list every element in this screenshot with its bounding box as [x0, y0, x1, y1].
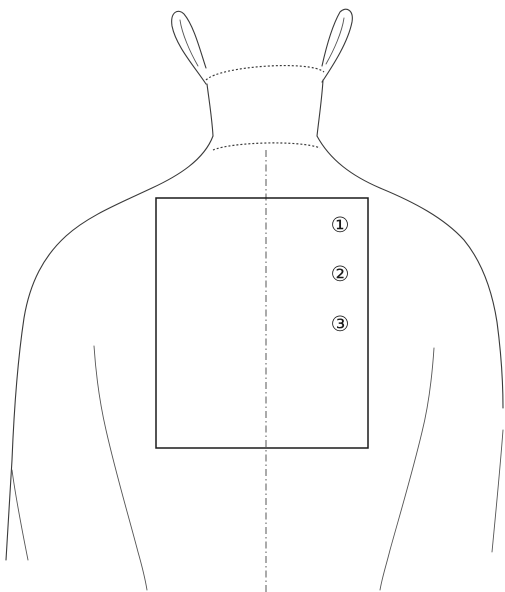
- right-ear-outline: [322, 9, 352, 82]
- head-base-dotted-line: [206, 66, 324, 80]
- left-arm-inner-line: [94, 346, 147, 590]
- left-ear-inner: [180, 20, 198, 66]
- neck-base-dotted-line: [213, 143, 320, 150]
- position-marker-1: ①: [331, 213, 350, 237]
- right-arm-inner-line: [380, 348, 434, 590]
- left-lower-contour: [12, 470, 28, 560]
- position-marker-2: ②: [331, 262, 350, 286]
- neck-left-outline: [207, 84, 213, 136]
- neck-right-outline: [317, 80, 323, 136]
- position-marker-3: ③: [331, 312, 350, 336]
- left-shoulder-outline: [6, 136, 213, 560]
- right-lower-contour: [492, 430, 503, 552]
